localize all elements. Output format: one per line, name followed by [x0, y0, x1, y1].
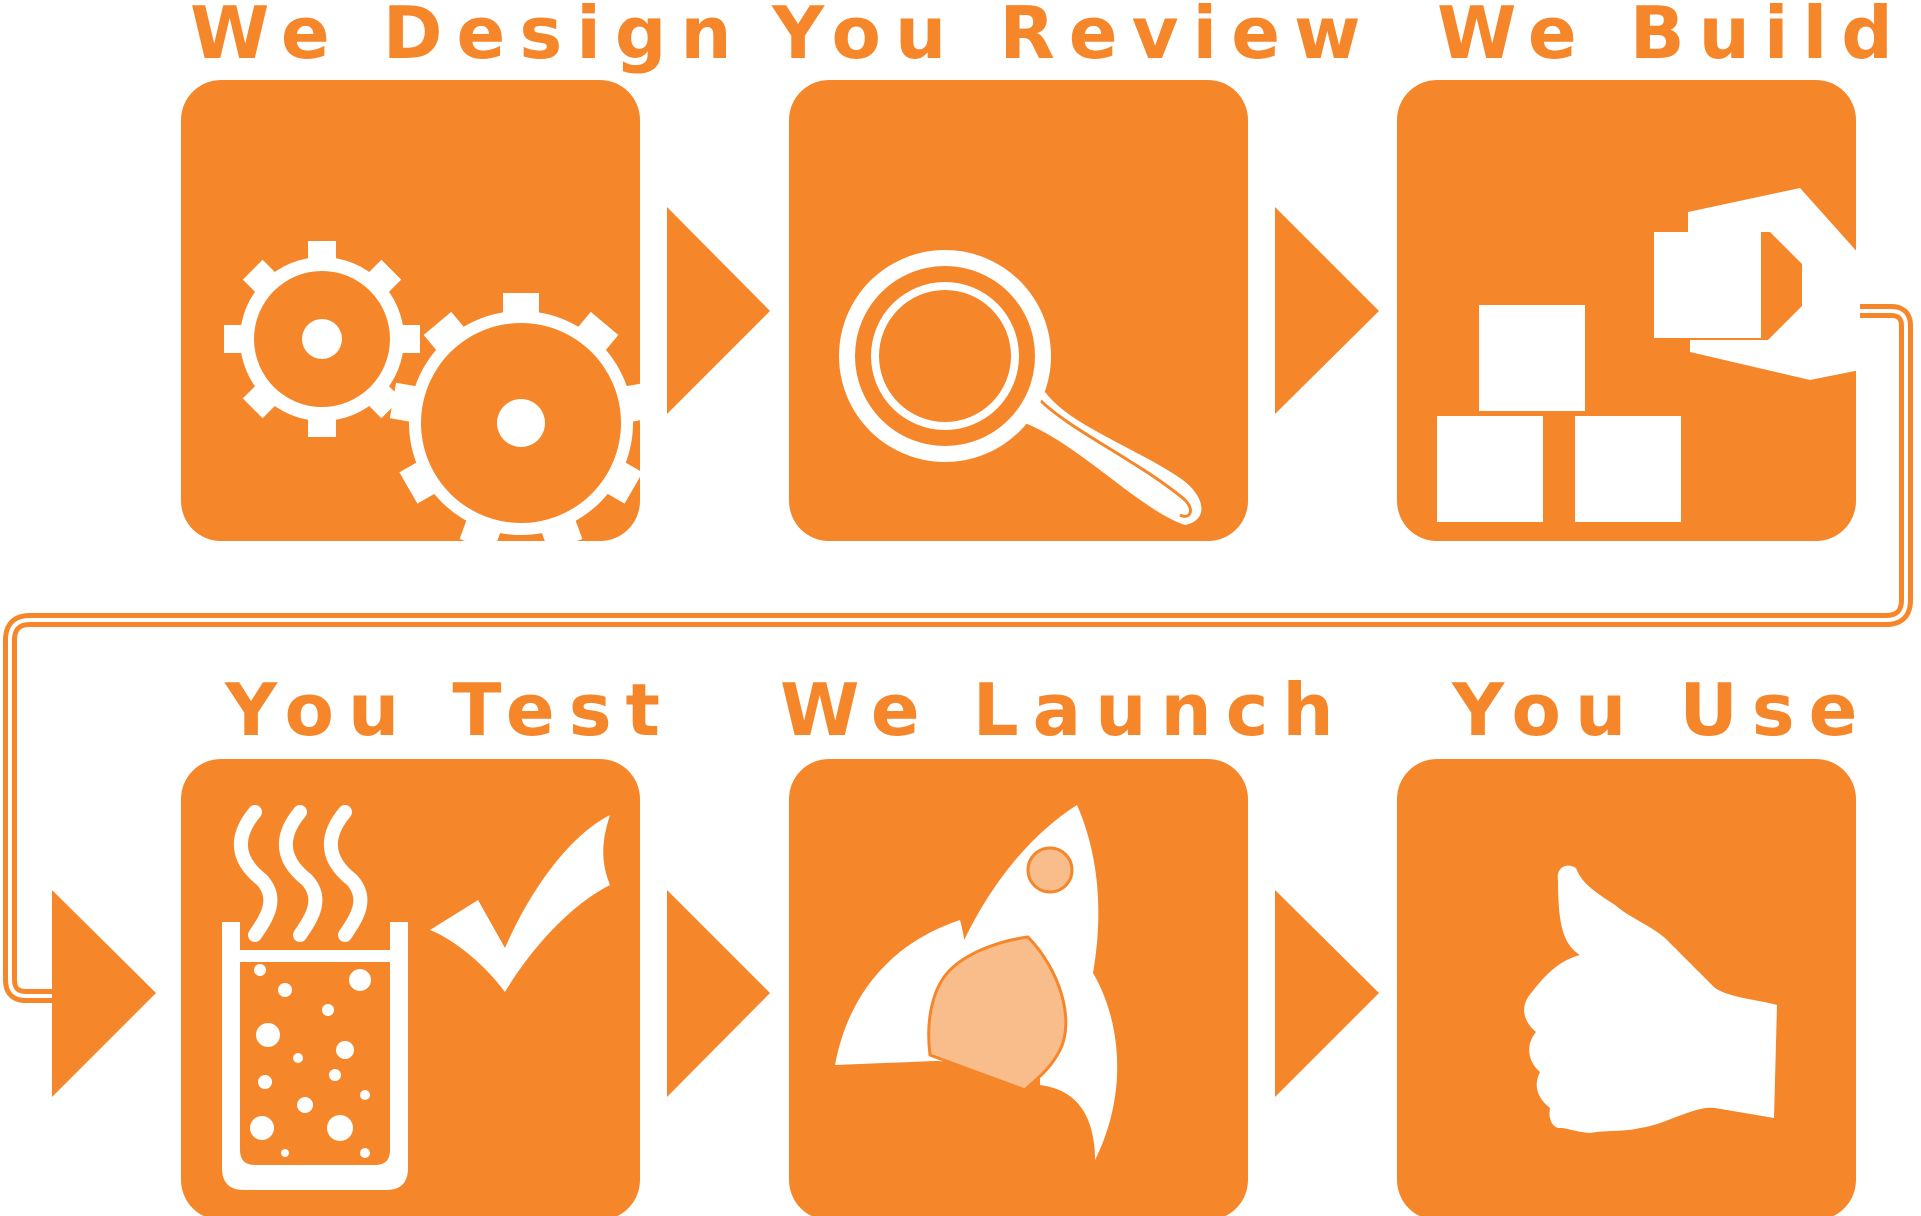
arrow-test-to-launch [667, 890, 770, 1097]
beaker-with-checkmark-icon [222, 805, 610, 1190]
step-test-card [181, 759, 640, 1216]
rocket-icon [835, 805, 1118, 1160]
step-label-test: You Test [224, 668, 674, 752]
arrow-design-to-review [667, 207, 770, 414]
step-use-card [1397, 759, 1856, 1216]
step-review-card [789, 80, 1248, 541]
step-label-build: We Build [1437, 0, 1907, 75]
blocks-and-wrench-icon [1437, 188, 1860, 522]
step-label-launch: We Launch [780, 668, 1348, 752]
magnifying-glass-icon [839, 250, 1202, 525]
step-build-card [1397, 80, 1860, 541]
step-launch-card [789, 759, 1248, 1216]
arrow-into-test [52, 890, 156, 1097]
step-label-design: We Design [190, 0, 746, 75]
arrow-launch-to-use [1275, 890, 1379, 1097]
step-label-review: You Review [771, 0, 1375, 75]
thumbs-up-icon [1524, 865, 1777, 1133]
arrow-review-to-build [1275, 207, 1379, 414]
step-design-card [181, 80, 653, 552]
flow-connector-inner [8, 309, 1908, 998]
step-label-use: You Use [1451, 668, 1871, 752]
